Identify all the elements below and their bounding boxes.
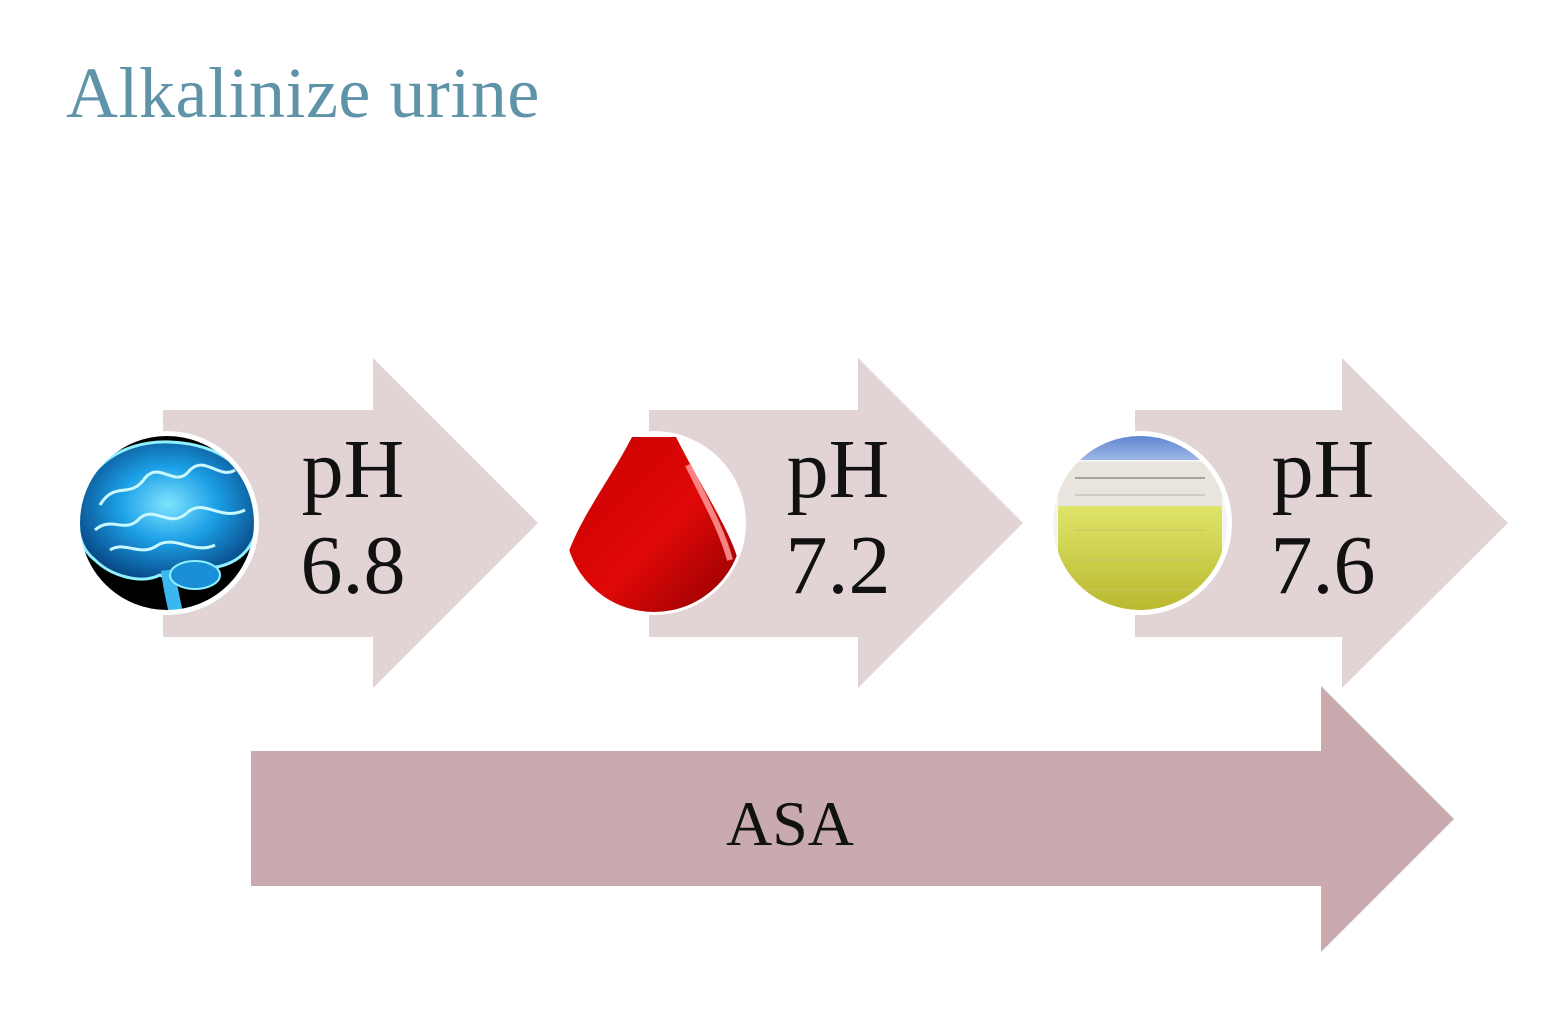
urine-cup-icon [1048, 431, 1232, 615]
step-arrow-3 [1135, 358, 1508, 688]
ph-label: pH [786, 423, 890, 516]
step-label-1: pH 6.8 [253, 422, 453, 614]
step-arrow-1 [163, 358, 538, 688]
ph-value: 7.2 [785, 519, 891, 612]
step-label-2: pH 7.2 [738, 422, 938, 614]
asa-arrow [251, 686, 1454, 952]
ph-label: pH [1271, 423, 1375, 516]
slide-title: Alkalinize urine [66, 53, 540, 133]
ph-value: 7.6 [1270, 519, 1376, 612]
asa-label: ASA [725, 788, 855, 859]
brain-icon [75, 431, 259, 615]
ph-value: 6.8 [300, 519, 406, 612]
step-arrow-2 [649, 358, 1023, 688]
ph-label: pH [301, 423, 405, 516]
step-label-3: pH 7.6 [1223, 422, 1423, 614]
blood-drop-icon [562, 431, 746, 615]
